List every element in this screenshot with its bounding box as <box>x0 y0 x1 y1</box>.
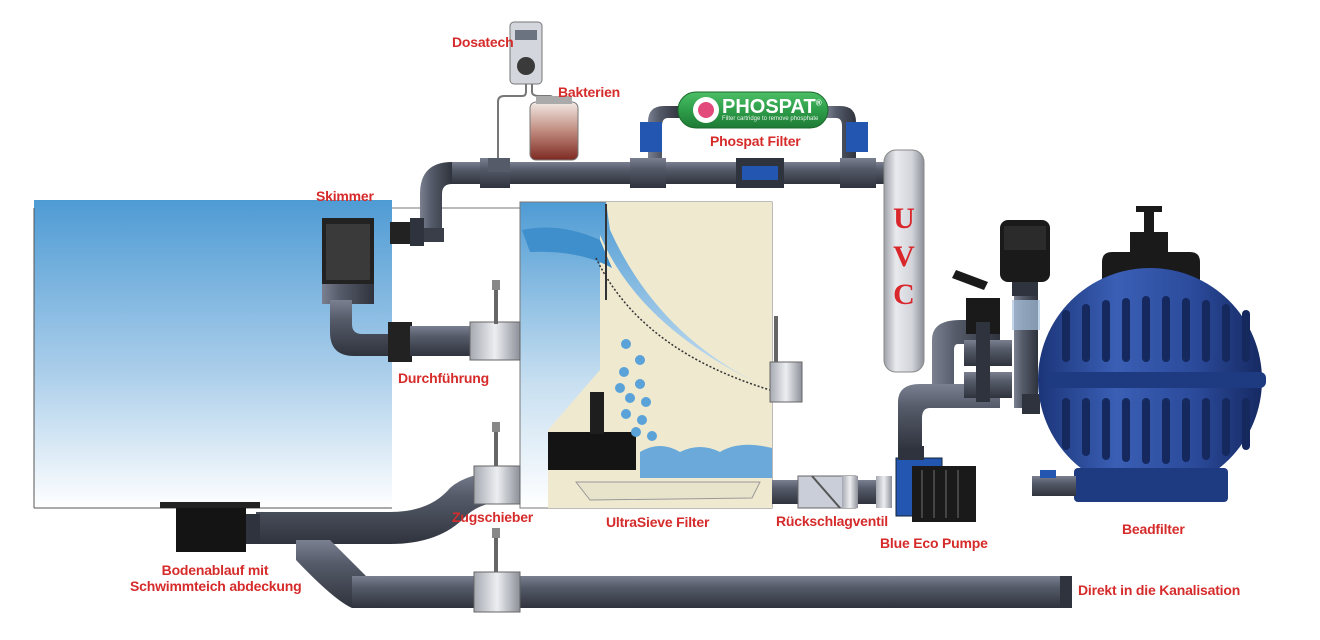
durchfuehrung-collar <box>469 321 521 361</box>
skimmer <box>322 218 412 362</box>
label-beadfilter: Beadfilter <box>1122 521 1185 537</box>
ultrasieve-filter <box>519 201 803 509</box>
bakterien-tank <box>529 96 579 161</box>
uvc-unit <box>883 149 925 373</box>
label-phospat-filter: Phospat Filter <box>710 133 801 149</box>
label-dosatech: Dosatech <box>452 34 514 50</box>
phospat-filter <box>640 91 868 162</box>
phospat-brand-text: PHOSPAT <box>722 96 816 118</box>
bodenablauf <box>160 502 260 552</box>
phospat-brand: PHOSPAT® <box>722 96 822 119</box>
top-supply-pipe <box>452 162 890 184</box>
label-ultrasieve: UltraSieve Filter <box>606 514 710 530</box>
label-bodenablauf-line2: Schwimmteich abdeckung <box>130 578 302 594</box>
phospat-subtitle: Filter cartridge to remove phosphate <box>722 116 819 122</box>
dosatech <box>497 21 555 160</box>
label-skimmer: Skimmer <box>316 188 374 204</box>
label-bodenablauf: Bodenablauf mit Schwimmteich abdeckung <box>130 562 302 594</box>
label-kanalisation: Direkt in die Kanalisation <box>1078 582 1241 598</box>
label-bodenablauf-line1: Bodenablauf mit <box>161 562 269 578</box>
uvc-letter-u: U <box>893 202 915 235</box>
rueckschlagventil <box>797 475 892 509</box>
label-blue-eco-pumpe: Blue Eco Pumpe <box>880 535 988 551</box>
beadfilter <box>1000 206 1266 502</box>
blue-eco-pumpe <box>895 446 976 522</box>
phospat-registered: ® <box>815 98 822 108</box>
uvc-letter-c: C <box>893 278 915 311</box>
uvc-letter-v: V <box>893 240 915 273</box>
label-rueckschlagventil: Rückschlagventil <box>776 513 888 529</box>
label-bakterien: Bakterien <box>558 84 621 100</box>
bottom-drain-pipes <box>256 422 1072 613</box>
label-zugschieber: Zugschieber <box>452 509 534 525</box>
label-durchfuehrung: Durchführung <box>398 370 489 386</box>
